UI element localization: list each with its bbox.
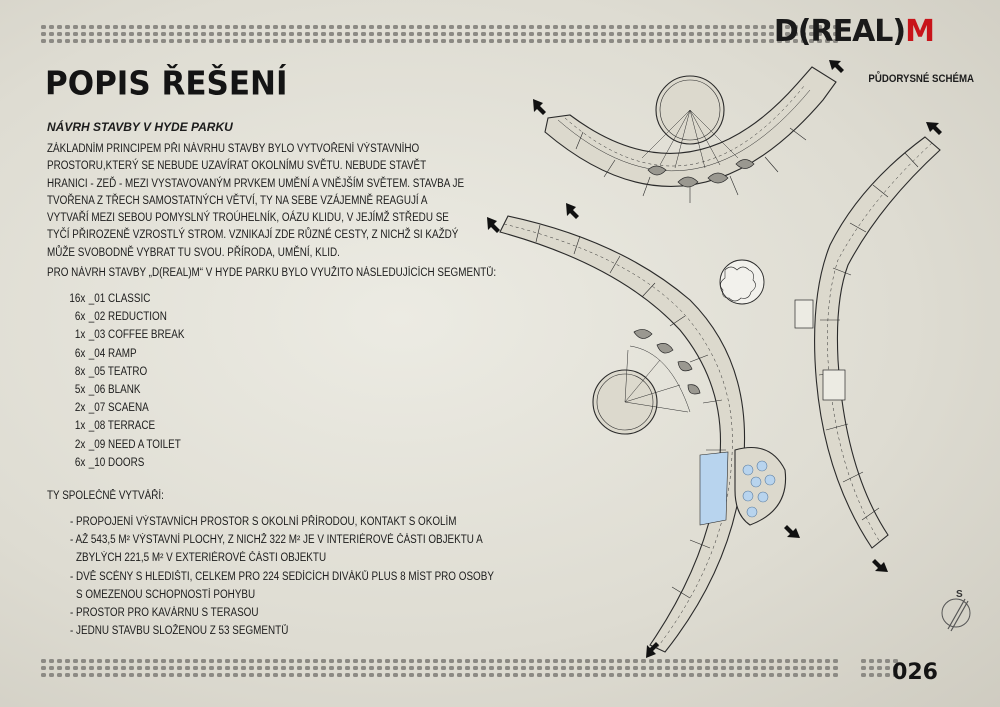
coffee-terrace [734, 446, 787, 526]
list-item: 6x_10 DOORS [74, 456, 145, 469]
arrow-icon [872, 559, 888, 572]
list-item: 2x_09 NEED A TOILET [74, 438, 181, 451]
together-heading: TY SPOLEČNĚ VYTVÁŘÍ: [47, 490, 164, 502]
scheme-label: PŮDORYSNÉ SCHÉMA [868, 73, 974, 85]
list-item: S OMEZENOU SCHOPNOSTÍ POHYBU [76, 588, 256, 601]
compass-letter: S [956, 589, 963, 600]
page-number: 026 [892, 660, 938, 685]
north-compass: S [938, 585, 978, 640]
bottom-dotted-bar [40, 658, 840, 679]
list-item: - JEDNU STAVBU SLOŽENOU Z 53 SEGMENTŮ [70, 625, 289, 638]
seat-shape [633, 329, 653, 339]
list-item: - AŽ 543,5 M² VÝSTAVNÍ PLOCHY, Z NICHŽ 3… [70, 534, 483, 547]
list-item: 8x_05 TEATRO [74, 365, 148, 378]
segments-heading: PRO NÁVRH STAVBY „D(REAL)M“ V HYDE PARKU… [47, 267, 497, 279]
page-title: POPIS ŘEŠENÍ [45, 65, 288, 103]
seat-shape [707, 172, 729, 184]
intro-paragraph: ZÁKLADNÍM PRINCIPEM PŘI NÁVRHU STAVBY BY… [47, 143, 465, 259]
floor-plan-diagram [487, 60, 942, 658]
list-item: - PROSTOR PRO KAVÁRNU S TERASOU [70, 607, 259, 620]
terrace-water [699, 451, 729, 526]
arrow-icon [829, 60, 844, 73]
list-item: 1x_03 COFFEE BREAK [74, 329, 185, 342]
features-list: - PROPOJENÍ VÝSTAVNÍCH PROSTOR S OKOLNÍ … [70, 513, 530, 640]
toilet-unit [822, 369, 846, 401]
list-item: - DVĚ SCÉNY S HLEDIŠTI, CELKEM PRO 224 S… [70, 570, 494, 583]
arrow-icon [566, 203, 579, 219]
seat-shape [656, 343, 674, 354]
list-item: 6x_02 REDUCTION [74, 311, 167, 324]
top-branch [544, 66, 837, 187]
tree-icon [719, 259, 765, 305]
seat-shape [647, 165, 667, 176]
list-item: - PROPOJENÍ VÝSTAVNÍCH PROSTOR S OKOLNÍ … [70, 516, 457, 528]
right-branch [814, 136, 941, 549]
left-branch [499, 215, 746, 653]
seat-shape [735, 159, 755, 169]
arrow-icon [487, 217, 500, 233]
list-item: ZBYLÝCH 221,5 M² V EXTERIÉROVÉ ČÁSTI OBJ… [76, 552, 327, 565]
seat-shape [677, 360, 693, 372]
seat-shape [687, 384, 701, 395]
section-subheading: NÁVRH STAVBY V HYDE PARKU [47, 120, 233, 134]
arrow-icon [646, 642, 659, 658]
list-item: 6x_04 RAMP [74, 347, 137, 360]
list-item: 1x_08 TERRACE [74, 420, 156, 433]
list-item: 16x_01 CLASSIC [69, 293, 151, 305]
top-dotted-bar [40, 24, 840, 45]
brand-logo: D(REAL)M [773, 14, 935, 49]
arrow-icon [533, 99, 546, 115]
segments-list: 16x_01 CLASSIC 6x_02 REDUCTION 1x_03 COF… [63, 290, 204, 472]
toilet-unit [794, 299, 814, 329]
list-item: 5x_06 BLANK [74, 384, 141, 397]
bottom-right-dotted-bar [860, 658, 900, 679]
arrow-icon [784, 525, 800, 538]
arrow-icon [926, 122, 942, 135]
list-item: 2x_07 SCAENA [74, 402, 149, 415]
seat-shape [677, 176, 699, 188]
